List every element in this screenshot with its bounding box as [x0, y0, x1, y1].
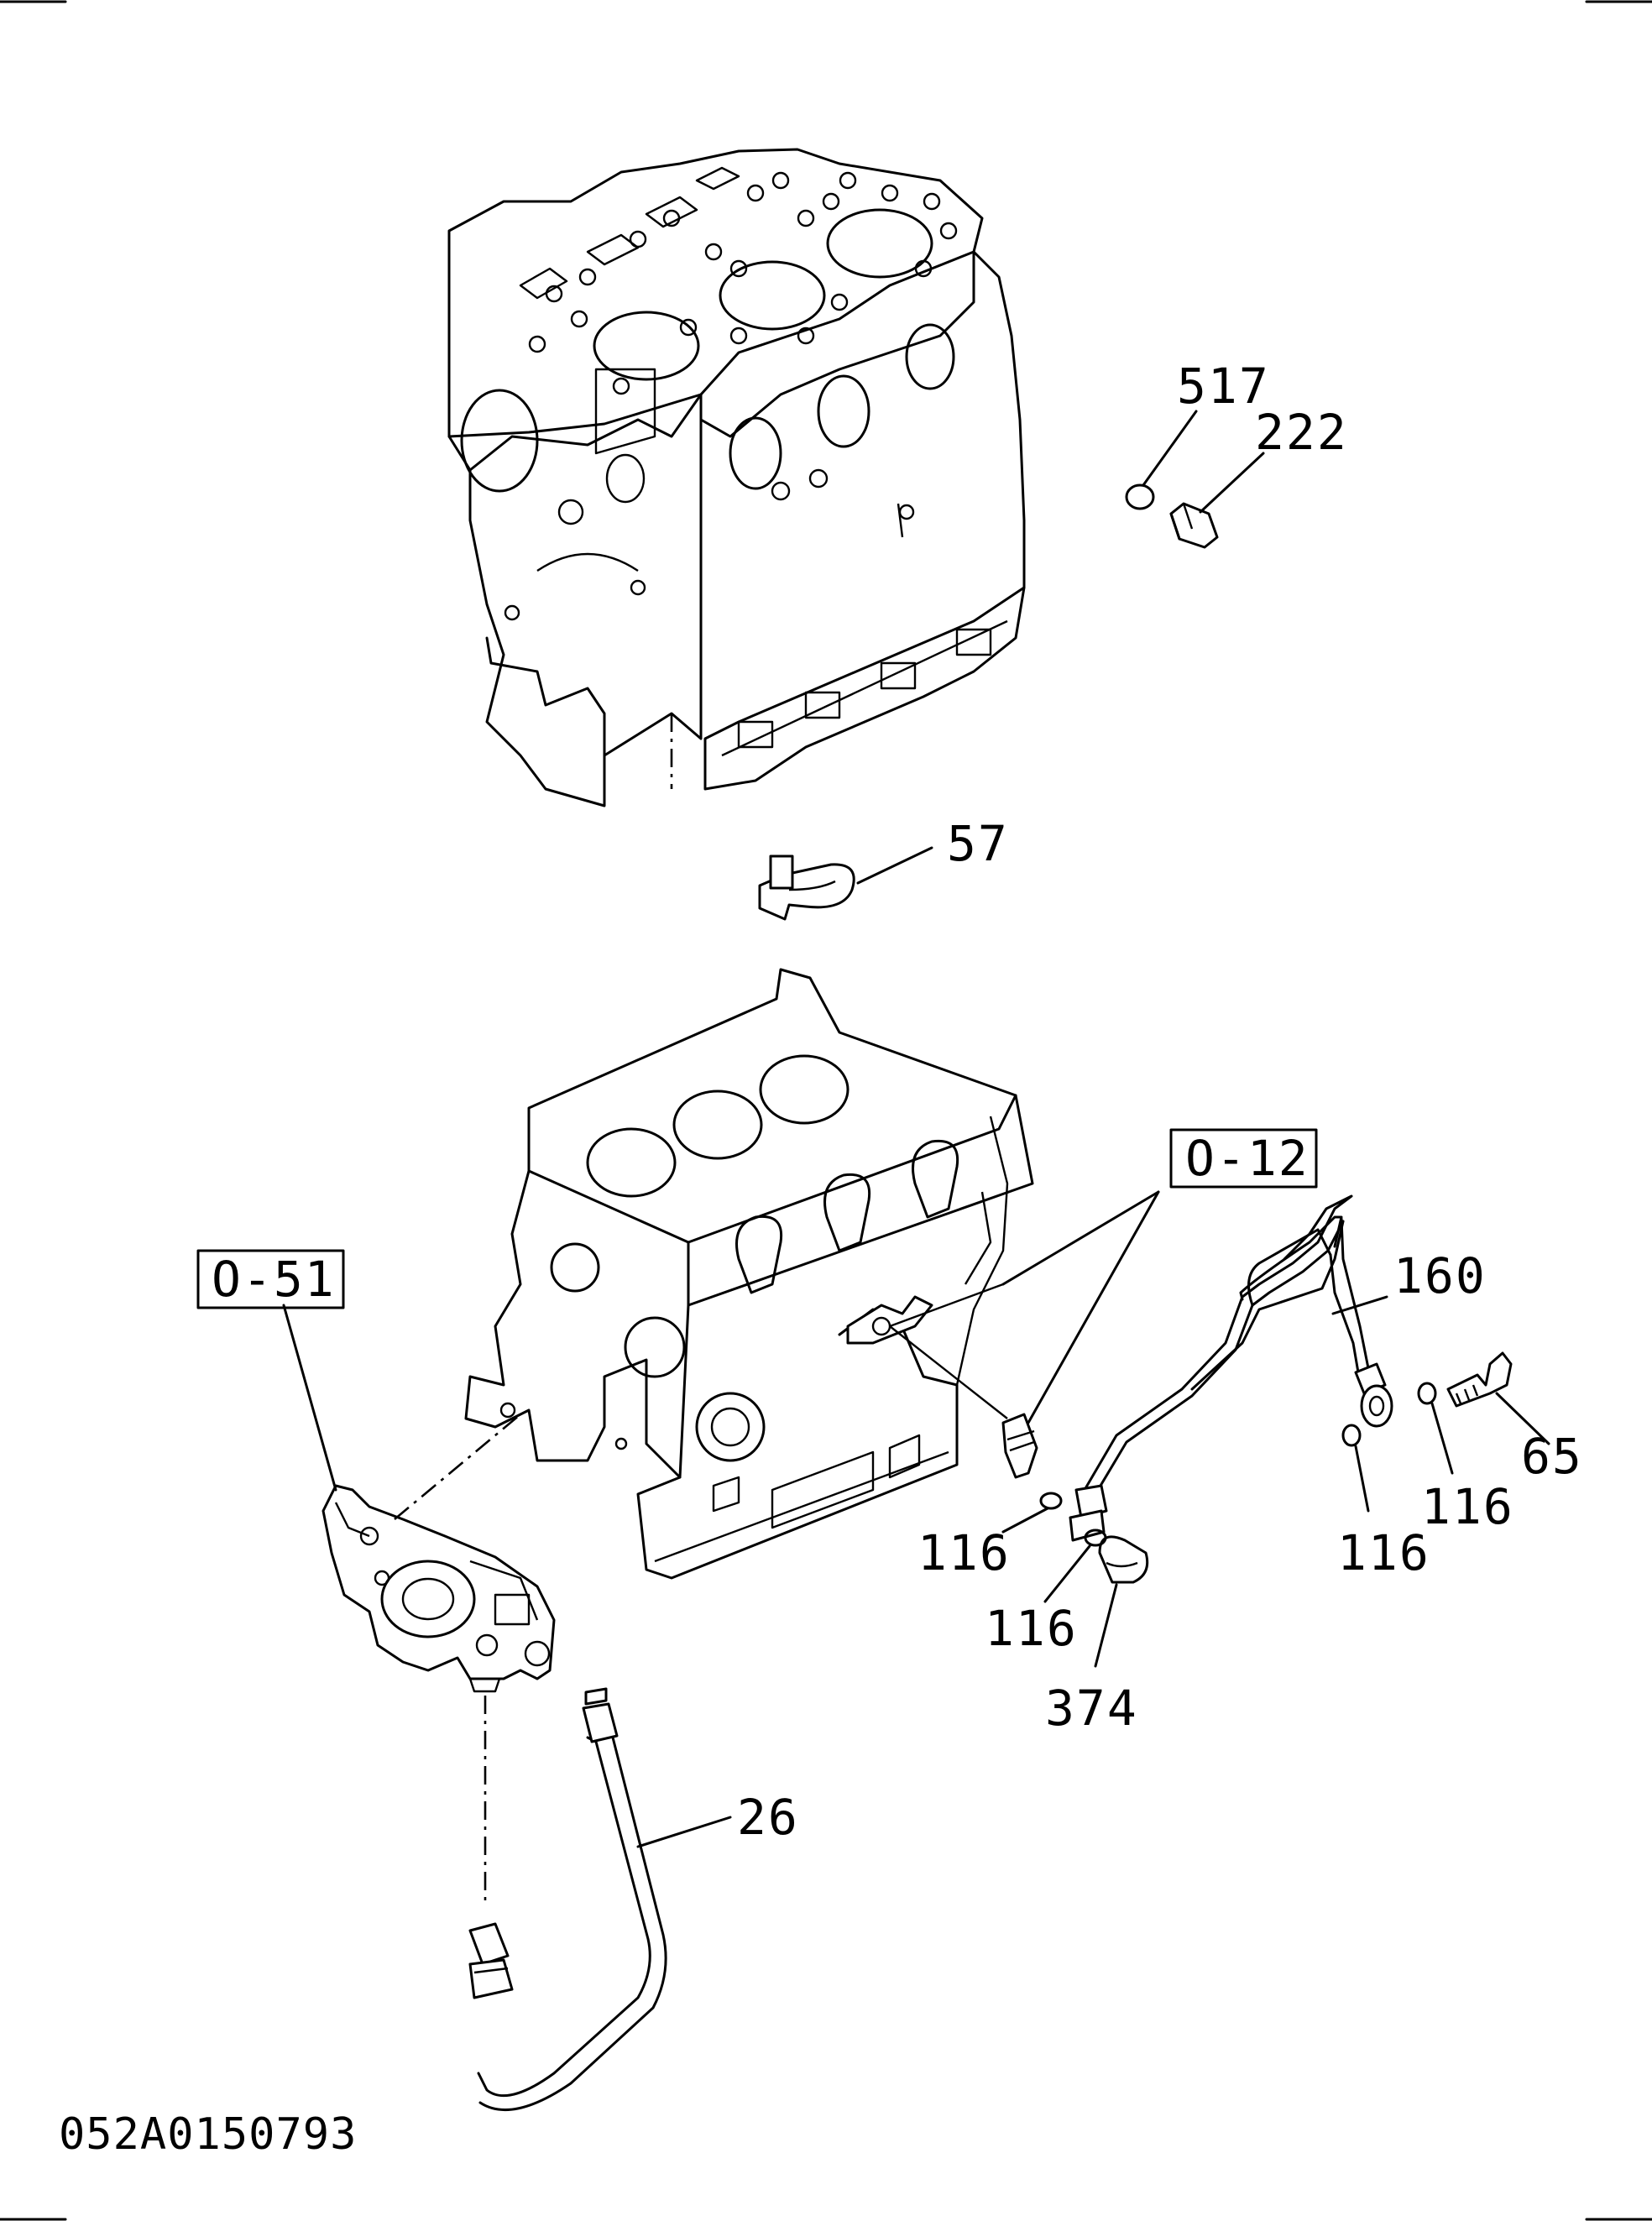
reference-label-o51: O-51 [212, 1251, 336, 1308]
leader-374 [1094, 1583, 1118, 1668]
callout-160: 160 [1393, 1247, 1487, 1304]
leader-116-right-lower [1354, 1445, 1370, 1513]
callout-116-left-upper: 116 [917, 1524, 1011, 1581]
upper-cylinder-block [447, 148, 1026, 807]
pipe-26-icon [468, 1687, 667, 2112]
fitting-alignment [889, 1325, 1008, 1419]
leader-222 [1199, 452, 1265, 514]
washer-116-right-lower-icon [1341, 1424, 1362, 1447]
reference-box-o51 [196, 1249, 345, 1309]
leader-o12-b [1027, 1190, 1160, 1424]
leader-57 [856, 846, 933, 885]
leader-o51 [282, 1304, 337, 1492]
leader-65 [1495, 1392, 1550, 1445]
callout-517: 517 [1177, 358, 1270, 415]
callout-116-right-upper: 116 [1421, 1478, 1514, 1535]
drawing-code: 052A0150793 [59, 2109, 357, 2160]
leader-517 [1142, 410, 1198, 487]
leader-26 [636, 1816, 732, 1848]
lower-cylinder-block [464, 968, 1034, 1580]
cap-374-icon [1098, 1535, 1149, 1584]
bracket-alignment [394, 1414, 521, 1520]
callout-222: 222 [1255, 404, 1348, 461]
union-fitting-icon [1001, 1413, 1038, 1479]
leader-116-left-lower [1043, 1544, 1091, 1603]
callout-65: 65 [1521, 1428, 1583, 1485]
leader-o12-extension [889, 1283, 1004, 1328]
callout-374: 374 [1045, 1680, 1138, 1737]
leader-o12-a [1001, 1190, 1160, 1286]
callout-26: 26 [737, 1789, 799, 1846]
leader-116-left-upper [1001, 1507, 1049, 1534]
reference-box-o12 [1169, 1128, 1318, 1189]
washer-116-left-lower-icon [1084, 1529, 1107, 1547]
leader-160 [1331, 1295, 1388, 1315]
elbow-57-icon [758, 854, 855, 921]
reference-label-o12: O-12 [1185, 1130, 1310, 1187]
plug-222-icon [1169, 502, 1219, 549]
filter-bracket-icon [322, 1484, 556, 1693]
callout-116-right-lower: 116 [1337, 1524, 1430, 1581]
oring-517-icon [1125, 483, 1155, 510]
callout-57: 57 [947, 815, 1009, 872]
bolt-65-icon [1446, 1351, 1513, 1408]
leader-116-right-upper [1430, 1402, 1454, 1475]
washer-116-right-upper-icon [1417, 1382, 1437, 1405]
pipe-160-icon [1069, 1194, 1393, 1542]
callout-116-left-lower: 116 [985, 1600, 1078, 1657]
washer-116-left-upper-icon [1039, 1492, 1063, 1510]
